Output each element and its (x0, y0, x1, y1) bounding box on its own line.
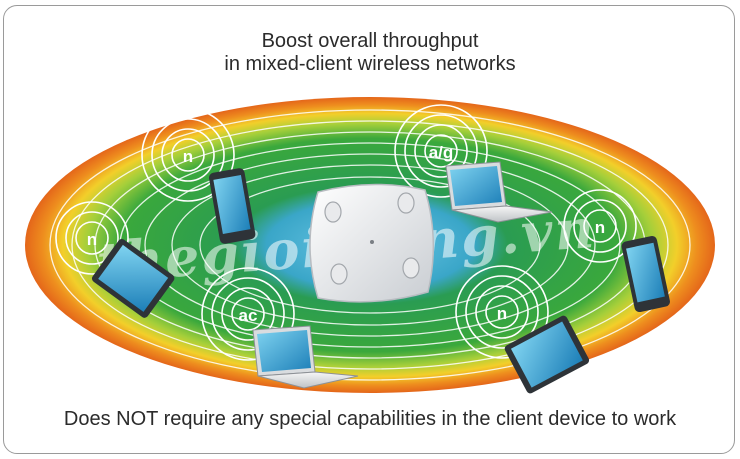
rings-n-left (55, 201, 129, 275)
client-label-n-right: n (595, 218, 605, 237)
client-label-ac: ac (239, 306, 258, 325)
client-label-n-left: n (87, 230, 97, 249)
client-label-n-top-left: n (183, 147, 193, 166)
rings-n-bottom (455, 265, 549, 359)
laptop-icon-ag (445, 161, 553, 223)
heading-line-1: Boost overall throughput (261, 30, 479, 52)
phone-icon-top-left (208, 168, 256, 244)
footer-caption: Does NOT require any special capabilitie… (63, 408, 677, 430)
rings-n-top-left (141, 108, 235, 202)
rings-ac (201, 267, 295, 361)
rings-ag (394, 104, 488, 198)
rings-n-right (563, 189, 637, 263)
tablet-icon-left (91, 238, 175, 318)
laptop-icon-ac (252, 325, 359, 389)
heading-line-2: in mixed-client wireless networks (224, 53, 516, 75)
client-label-n-bottom: n (497, 304, 507, 323)
client-rings (55, 104, 637, 361)
client-label-ag: a/g (429, 143, 454, 162)
tablet-icon-bottom (504, 315, 590, 394)
phone-icon-right (621, 235, 670, 313)
access-point-icon (309, 183, 435, 303)
